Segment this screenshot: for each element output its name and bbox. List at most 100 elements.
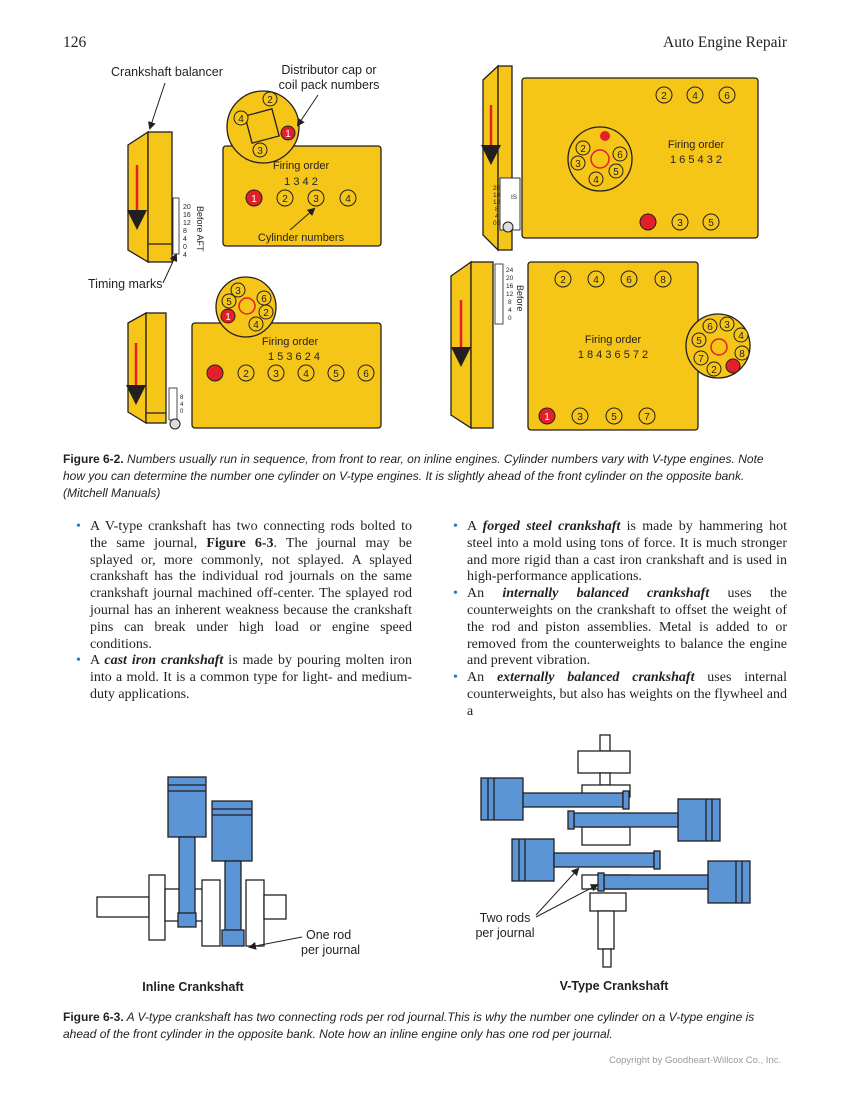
one-rod-label-line1: One rod	[306, 928, 351, 942]
figure-6-2-caption-text: Numbers usually run in sequence, from fr…	[63, 452, 764, 500]
i6-firing-order: 1 5 3 6 2 4	[268, 351, 320, 363]
svg-text:5: 5	[708, 218, 714, 229]
svg-text:12: 12	[183, 220, 191, 227]
svg-text:3: 3	[235, 286, 241, 297]
svg-text:0: 0	[508, 315, 512, 322]
figure-6-3-illustration: One rod per journal Two rods per	[96, 734, 751, 994]
v6-firing-order-label: Firing order	[668, 139, 725, 151]
bullet-cast-iron-crankshaft: A cast iron crankshaft is made by pourin…	[76, 653, 412, 703]
svg-text:4: 4	[183, 236, 187, 243]
svg-text:2: 2	[243, 369, 249, 380]
inline-crankshaft-title: Inline Crankshaft	[142, 980, 244, 994]
vtype-crankshaft-title: V-Type Crankshaft	[560, 979, 670, 993]
svg-text:4: 4	[692, 91, 698, 102]
bullet-internally-balanced-crankshaft: An internally balanced crankshaft uses t…	[453, 586, 787, 670]
body-column-left: A V-type crankshaft has two connecting r…	[76, 519, 412, 704]
svg-text:2: 2	[282, 194, 288, 205]
svg-text:8: 8	[180, 395, 184, 401]
v6-firing-order: 1 6 5 4 3 2	[670, 154, 722, 166]
svg-text:5: 5	[226, 297, 232, 308]
bullet-externally-balanced-crankshaft: An externally balanced crankshaft uses i…	[453, 670, 787, 720]
svg-text:5: 5	[611, 412, 617, 423]
figure-6-3-caption-text: A V-type crankshaft has two connecting r…	[63, 1010, 755, 1041]
v8-firing-order-label: Firing order	[585, 334, 642, 346]
svg-text:8: 8	[508, 299, 512, 306]
svg-text:IS: IS	[511, 194, 518, 201]
figure-6-2-caption-label: Figure 6-2.	[63, 452, 124, 466]
svg-text:16: 16	[183, 212, 191, 219]
one-rod-label-line2: per journal	[301, 943, 360, 957]
i4-timing-20: 20	[183, 204, 191, 211]
copyright-footer: Copyright by Goodheart-Willcox Co., Inc.	[609, 1055, 782, 1066]
svg-text:2: 2	[661, 91, 667, 102]
two-rods-label-line1: Two rods	[480, 911, 531, 925]
svg-text:1: 1	[544, 412, 550, 423]
svg-text:2: 2	[580, 144, 586, 155]
timing-marks-label: Timing marks	[88, 277, 163, 291]
svg-text:3: 3	[257, 146, 263, 157]
figure-6-3-caption-label: Figure 6-3.	[63, 1010, 124, 1024]
svg-text:8: 8	[495, 206, 499, 213]
svg-text:0S: 0S	[493, 220, 502, 227]
i4-firing-order: 1 3 4 2	[284, 176, 318, 188]
svg-text:4: 4	[495, 213, 499, 220]
term-internally-balanced-crankshaft: internally balanced crankshaft	[502, 586, 710, 602]
svg-text:6: 6	[707, 322, 713, 333]
body-column-right: A forged steel crankshaft is made by ham…	[453, 519, 787, 721]
svg-text:4: 4	[180, 402, 184, 408]
svg-text:3: 3	[273, 369, 279, 380]
svg-text:8: 8	[739, 349, 745, 360]
svg-text:16: 16	[493, 192, 501, 199]
svg-text:20: 20	[493, 185, 501, 192]
bullet-vtype-crankshaft: A V-type crankshaft has two connecting r…	[76, 519, 412, 653]
before-aft-label: Before AFT	[195, 206, 205, 252]
bullet-forged-steel-crankshaft: A forged steel crankshaft is made by ham…	[453, 519, 787, 586]
svg-text:2: 2	[711, 365, 717, 376]
svg-text:3: 3	[577, 412, 583, 423]
svg-text:3: 3	[677, 218, 683, 229]
svg-text:2: 2	[263, 308, 269, 319]
svg-text:3: 3	[575, 159, 581, 170]
svg-text:3: 3	[724, 320, 730, 331]
svg-text:5: 5	[613, 167, 619, 178]
svg-text:6: 6	[363, 369, 369, 380]
svg-text:2: 2	[267, 95, 273, 106]
figure-6-3-caption: Figure 6-3. A V-type crankshaft has two …	[63, 1009, 787, 1043]
svg-text:8: 8	[660, 275, 666, 286]
svg-text:12: 12	[493, 199, 501, 206]
svg-text:6: 6	[261, 294, 267, 305]
i6-firing-order-label: Firing order	[262, 336, 319, 348]
distributor-label-line2: coil pack numbers	[279, 78, 380, 92]
svg-text:7: 7	[644, 412, 650, 423]
svg-text:5: 5	[333, 369, 339, 380]
svg-text:4: 4	[345, 194, 351, 205]
svg-text:2: 2	[560, 275, 566, 286]
svg-text:4: 4	[303, 369, 309, 380]
term-forged-steel-crankshaft: forged steel crankshaft	[482, 519, 621, 534]
term-cast-iron-crankshaft: cast iron crankshaft	[104, 653, 224, 669]
svg-text:6: 6	[617, 150, 623, 161]
cylinder-numbers-label: Cylinder numbers	[258, 232, 345, 244]
svg-text:0: 0	[183, 244, 187, 251]
svg-text:6: 6	[724, 91, 730, 102]
svg-text:24: 24	[506, 267, 514, 274]
distributor-label-line1: Distributor cap or	[281, 63, 376, 77]
svg-text:1: 1	[285, 129, 291, 140]
vtype-crankshaft-drawing	[480, 734, 751, 968]
svg-text:0: 0	[180, 409, 184, 415]
term-externally-balanced-crankshaft: externally balanced crankshaft	[496, 670, 695, 686]
two-rods-label-line2: per journal	[475, 926, 534, 940]
svg-text:4: 4	[593, 275, 599, 286]
svg-text:7: 7	[698, 354, 704, 365]
svg-text:4: 4	[238, 114, 244, 125]
svg-text:4: 4	[738, 331, 744, 342]
svg-text:4: 4	[593, 175, 599, 186]
i4-firing-order-label: Firing order	[273, 160, 330, 172]
v8-firing-order: 1 8 4 3 6 5 7 2	[578, 349, 648, 361]
svg-text:12: 12	[506, 291, 514, 298]
inline-crankshaft-drawing	[96, 776, 287, 947]
